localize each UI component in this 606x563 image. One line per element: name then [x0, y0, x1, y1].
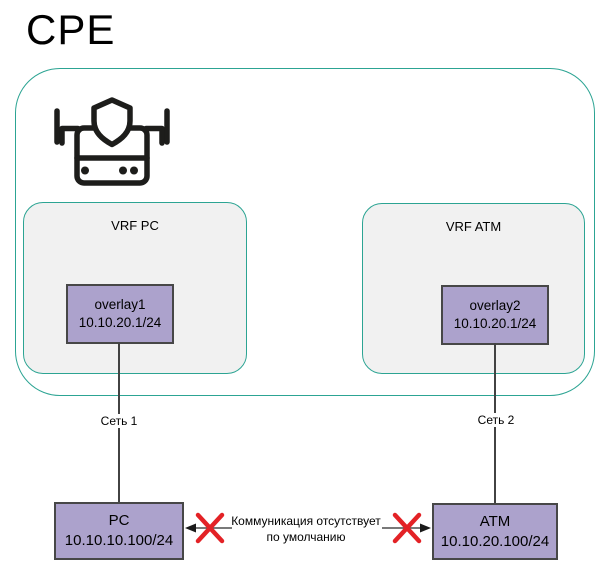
router-leds: [81, 166, 138, 175]
link-net2-label: Сеть 2: [474, 413, 518, 427]
vrf-pc-box: VRF PC overlay1 10.10.20.1/24: [23, 202, 247, 374]
atm-node-box: ATM 10.10.20.100/24: [432, 503, 558, 560]
atm-node-name: ATM: [479, 512, 511, 530]
no-communication-line1: Коммуникация отсутствует: [231, 514, 381, 528]
pc-node-box: PC 10.10.10.100/24: [54, 502, 184, 560]
no-communication-label: Коммуникация отсутствует по умолчанию: [228, 514, 384, 545]
pc-node-name: PC: [108, 512, 130, 529]
overlay1-name: overlay1: [94, 297, 146, 312]
hook-left: [59, 125, 81, 146]
shield-icon: [91, 97, 133, 148]
blocked-cross-right-icon: [392, 512, 422, 544]
overlay2-name: overlay2: [469, 298, 521, 313]
overlay2-ip: 10.10.20.1/24: [453, 316, 537, 331]
arrowhead-right-icon: [420, 523, 431, 533]
vrf-atm-label: VRF ATM: [445, 219, 502, 234]
no-communication-line2: по умолчанию: [266, 529, 346, 544]
arrow-to-atm: [382, 523, 431, 533]
link-net1-label: Сеть 1: [97, 414, 141, 428]
atm-node-ip: 10.10.20.100/24: [440, 532, 550, 550]
vrf-atm-box: VRF ATM overlay2 10.10.20.1/24: [362, 203, 585, 374]
arrowhead-left-icon: [185, 523, 196, 533]
pc-node-ip: 10.10.10.100/24: [64, 532, 174, 549]
firewall-router-icon: [54, 97, 170, 186]
page-title: CPE: [26, 6, 116, 53]
overlay1-ip: 10.10.20.1/24: [78, 315, 162, 330]
hook-right: [143, 125, 165, 146]
vrf-pc-label: VRF PC: [111, 218, 159, 233]
overlay2-box: overlay2 10.10.20.1/24: [441, 285, 549, 345]
overlay1-box: overlay1 10.10.20.1/24: [66, 284, 174, 344]
blocked-cross-left-icon: [195, 512, 225, 544]
